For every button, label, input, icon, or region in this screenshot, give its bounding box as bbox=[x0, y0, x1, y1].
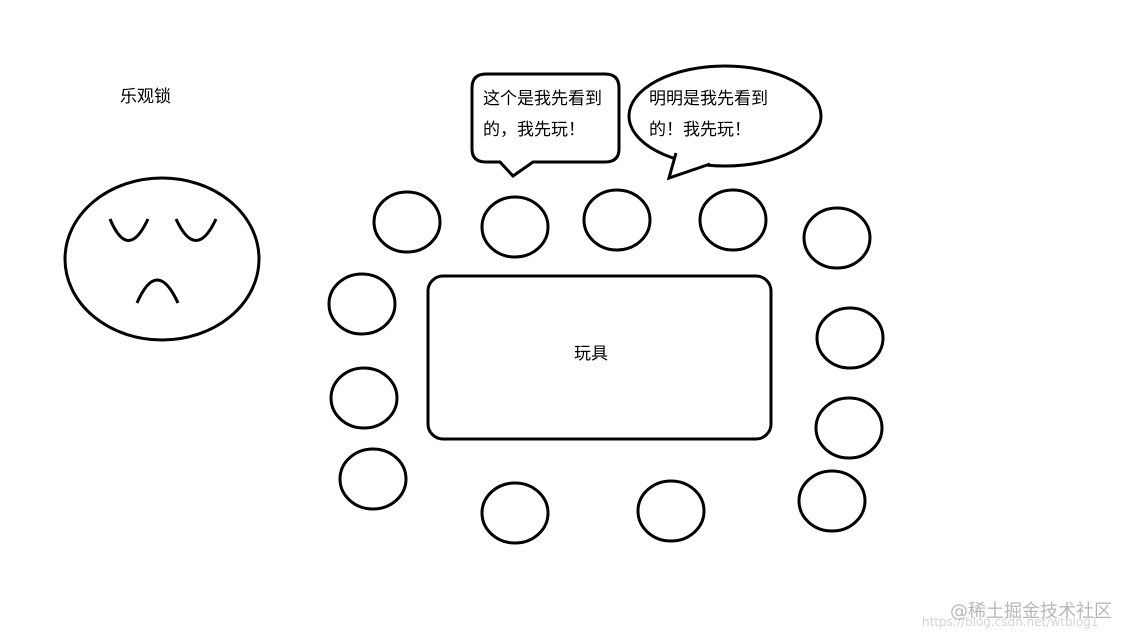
mouth bbox=[135, 278, 180, 304]
seat-left-1 bbox=[327, 272, 397, 336]
seat-bottom-2 bbox=[636, 479, 706, 543]
seat-right-1 bbox=[815, 306, 885, 370]
seat-right-3 bbox=[797, 469, 867, 533]
speech-bubble-left bbox=[470, 72, 621, 178]
face-outline bbox=[63, 176, 261, 342]
seat-top-2 bbox=[480, 195, 550, 259]
bubble-right-text: 明明是我先看到 的！我先玩！ bbox=[649, 84, 768, 146]
watermark-url: https://blog.csdn.net/wtblog1 bbox=[922, 615, 1099, 629]
right-eye bbox=[174, 218, 218, 242]
toy-label: 玩具 bbox=[574, 344, 608, 364]
seat-bottom-1 bbox=[480, 481, 550, 545]
bubble-right-line2: 的！我先玩！ bbox=[649, 120, 751, 140]
seat-left-3 bbox=[338, 447, 408, 511]
watermark: @稀土掘金技术社区 bbox=[950, 601, 1112, 622]
seat-top-4 bbox=[698, 188, 768, 252]
toy-table bbox=[426, 274, 773, 441]
seat-left-2 bbox=[329, 366, 399, 430]
bubble-left-line2: 的，我先玩！ bbox=[483, 120, 585, 140]
bubble-left-text: 这个是我先看到 的，我先玩！ bbox=[483, 84, 602, 146]
bubble-left-line1: 这个是我先看到 bbox=[483, 89, 602, 109]
sad-face-icon bbox=[63, 176, 261, 342]
diagram-title: 乐观锁 bbox=[120, 87, 171, 107]
speech-bubble-right bbox=[627, 64, 823, 181]
left-eye bbox=[108, 218, 150, 242]
seat-right-2 bbox=[814, 396, 884, 460]
seat-top-5 bbox=[802, 206, 872, 270]
seats bbox=[327, 188, 885, 545]
bubble-right-line1: 明明是我先看到 bbox=[649, 89, 768, 109]
seat-top-1 bbox=[372, 190, 442, 254]
seat-top-3 bbox=[582, 188, 652, 252]
